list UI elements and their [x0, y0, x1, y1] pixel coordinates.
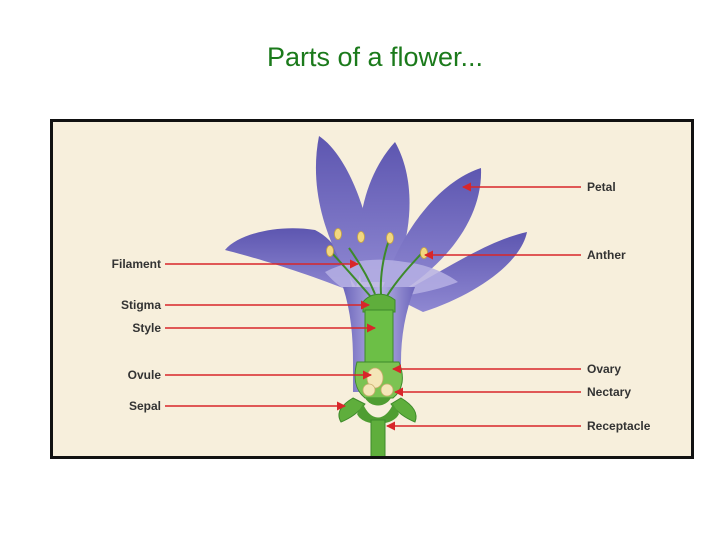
label-style: Style	[132, 321, 161, 335]
slide-title: Parts of a flower...	[266, 42, 484, 72]
anther	[357, 231, 365, 243]
ovule-shape	[380, 383, 394, 397]
petal-upper-left	[315, 136, 371, 287]
pistil	[354, 293, 403, 399]
stem	[370, 419, 386, 456]
stamens	[326, 228, 428, 298]
receptacle-shape	[357, 404, 399, 424]
label-nectary: Nectary	[587, 385, 631, 399]
label-petal: Petal	[587, 180, 616, 194]
flower-diagram: Petal Anther Filament Stigma Style Ovule…	[50, 119, 694, 459]
petal-center	[358, 142, 410, 282]
label-ovary: Ovary	[587, 362, 621, 376]
label-anther: Anther	[587, 248, 626, 262]
anther	[326, 245, 334, 257]
anther	[386, 232, 394, 244]
petals	[225, 136, 527, 312]
style-shape	[364, 309, 394, 363]
flower-diagram-svg: Petal Anther Filament Stigma Style Ovule…	[112, 136, 651, 456]
label-arrows	[165, 182, 581, 431]
label-filament: Filament	[112, 257, 161, 271]
label-ovule: Ovule	[128, 368, 162, 382]
label-stigma: Stigma	[121, 298, 161, 312]
petal-upper-right	[383, 168, 482, 292]
anther	[334, 228, 342, 240]
label-sepal: Sepal	[129, 399, 161, 413]
petal-left	[225, 228, 353, 292]
ovule-shape	[362, 383, 376, 397]
petal-right	[393, 232, 527, 312]
stigma-shape	[362, 293, 396, 313]
anther	[420, 247, 428, 259]
label-receptacle: Receptacle	[587, 419, 651, 433]
